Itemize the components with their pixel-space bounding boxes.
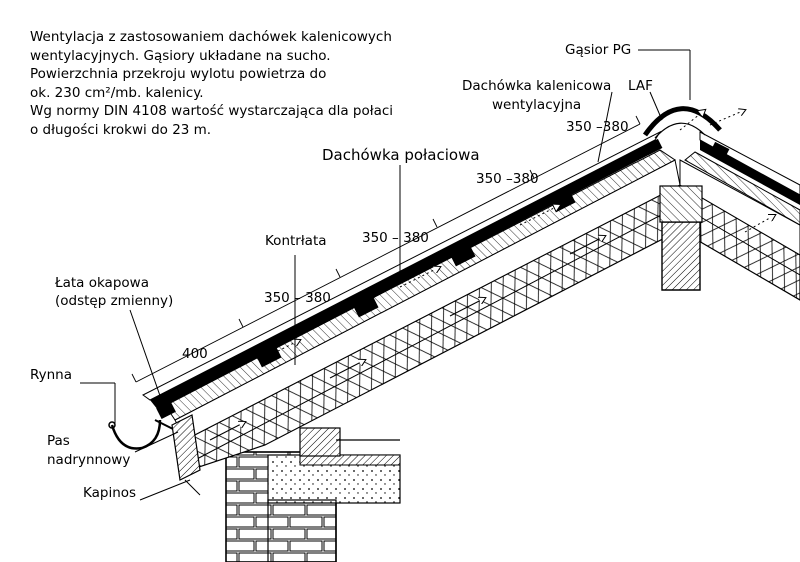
description-line: Powierzchnia przekroju wylotu powietrza … bbox=[30, 66, 327, 82]
description-text: Wentylacja z zastosowaniem dachówek kale… bbox=[30, 28, 430, 139]
airflow-arrows bbox=[209, 110, 775, 441]
description-line: o długości krokwi do 23 m. bbox=[30, 121, 212, 138]
description-line: wentylacyjnych. Gąsiory układane na such… bbox=[30, 47, 331, 64]
ridge-beam bbox=[659, 185, 703, 291]
description-line: Wentylacja z zastosowaniem dachówek kale… bbox=[30, 29, 392, 45]
label-dachowka-kalenicowa: Dachówka kalenicowa bbox=[462, 78, 611, 94]
dim-spacing-3: 350 –380 bbox=[476, 171, 539, 187]
label-dachowka-polaciowa: Dachówka połaciowa bbox=[322, 146, 480, 164]
label-gasior: Gąsior PG bbox=[565, 42, 631, 58]
dim-spacing-2: 350 – 380 bbox=[362, 230, 429, 246]
label-kapinos: Kapinos bbox=[83, 485, 136, 501]
dim-spacing-1: 350 – 380 bbox=[264, 290, 331, 306]
counter-batten-layer bbox=[164, 149, 800, 421]
description-line: Wg normy DIN 4108 wartość wystarczająca … bbox=[30, 103, 394, 119]
label-lata-okapowa-2: (odstęp zmienny) bbox=[55, 293, 173, 309]
label-laf: LAF bbox=[628, 78, 653, 94]
description-line: ok. 230 cm²/mb. kalenicy. bbox=[30, 84, 204, 101]
dimension-line bbox=[131, 115, 641, 383]
ceiling-structure bbox=[267, 427, 401, 562]
dim-spacing-4: 350 –380 bbox=[566, 119, 629, 135]
label-nadrynnowy: nadrynnowy bbox=[47, 452, 130, 468]
roof-battens bbox=[156, 138, 730, 419]
label-dachowka-kalenicowa-2: wentylacyjna bbox=[492, 97, 581, 113]
gutter bbox=[108, 419, 176, 450]
label-pas: Pas bbox=[47, 433, 70, 449]
leader-lines bbox=[80, 49, 691, 501]
label-rynna: Rynna bbox=[30, 367, 72, 383]
label-lata-okapowa: Łata okapowa bbox=[54, 275, 149, 291]
ridge-cap bbox=[642, 106, 722, 139]
eave-fascia bbox=[171, 414, 201, 496]
label-kontrlata: Kontrłata bbox=[265, 233, 327, 249]
dim-eave: 400 bbox=[182, 346, 208, 362]
